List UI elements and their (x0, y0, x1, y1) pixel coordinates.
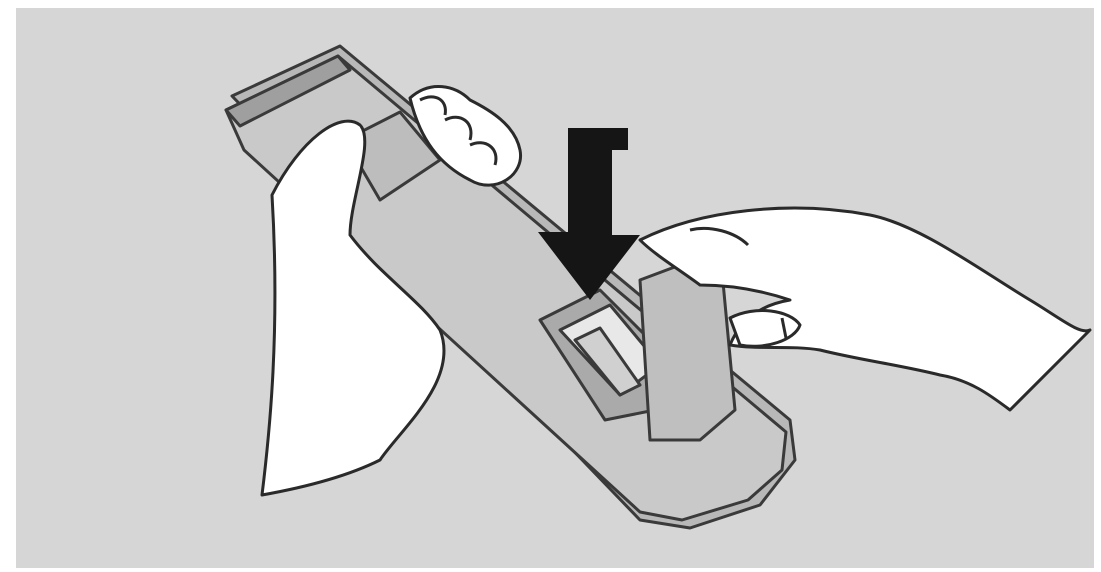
illustration (0, 0, 1101, 572)
illustration-svg (0, 0, 1101, 572)
